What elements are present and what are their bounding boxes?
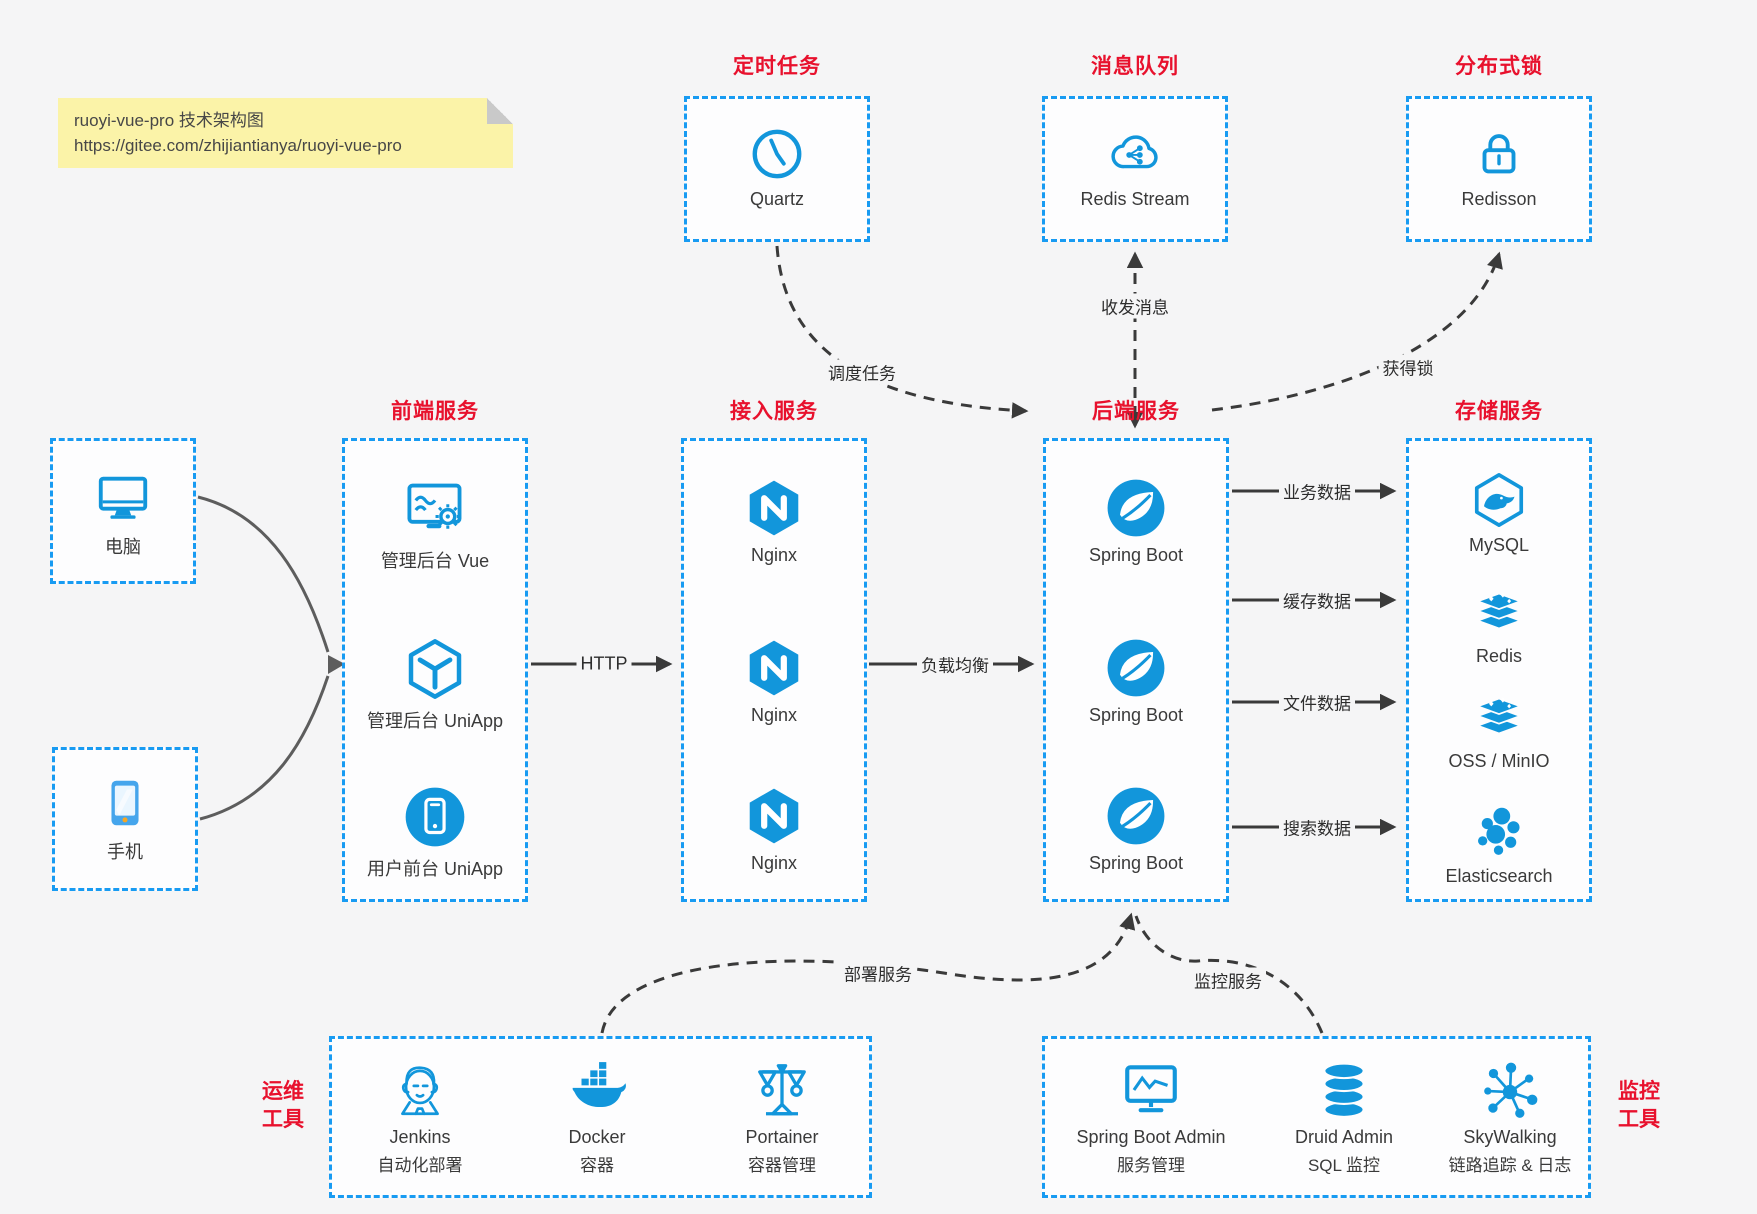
header-distributed-lock: 分布式锁 [1455, 55, 1543, 78]
oss-minio-label: OSS / MinIO [1448, 751, 1550, 771]
skywalking-label: SkyWalking [1463, 1127, 1557, 1147]
quartz-box: Quartz [684, 96, 870, 242]
admin-vue-icon [403, 477, 467, 541]
monitor-icon [94, 469, 152, 527]
skywalking-icon [1479, 1059, 1541, 1121]
quartz-label: Quartz [749, 189, 805, 209]
docker-label: Docker [568, 1127, 626, 1147]
phone-label: 手机 [107, 842, 143, 862]
nginx-icon [743, 785, 805, 847]
skywalking-desc: 链路追踪 & 日志 [1448, 1156, 1572, 1175]
docker-icon [566, 1059, 628, 1121]
cube-icon [403, 637, 467, 701]
spring-boot-icon [1105, 477, 1167, 539]
portainer-desc: 容器管理 [748, 1156, 816, 1175]
message-edge-label: 收发消息 [1097, 293, 1173, 319]
header-storage-services: 存储服务 [1455, 400, 1543, 423]
frontend-box: 管理后台 Vue 管理后台 UniApp 用户前台 UniApp [342, 438, 528, 902]
pc-label: 电脑 [105, 537, 141, 557]
ops-tools-box: Jenkins 自动化部署 Docker 容器 [329, 1036, 872, 1198]
spring-boot-label: Spring Boot [1088, 705, 1184, 725]
client-pc-curve [197, 495, 330, 653]
deploy-edge-label: 部署服务 [840, 960, 916, 986]
docker-desc: 容器 [580, 1156, 614, 1175]
elasticsearch-icon [1471, 804, 1527, 860]
note-fold-corner [487, 98, 513, 124]
phone-client-box: 手机 [52, 747, 198, 891]
user-app-icon [403, 785, 467, 849]
redisson-label: Redisson [1461, 189, 1537, 209]
business-data-edge-label: 业务数据 [1279, 478, 1355, 504]
elasticsearch-label: Elasticsearch [1445, 866, 1553, 886]
druid-admin-label: Druid Admin [1294, 1127, 1394, 1147]
header-monitor-tools: 监控 工具 [1618, 1080, 1660, 1131]
cache-data-edge-label: 缓存数据 [1279, 587, 1355, 613]
monitor-edge-label: 监控服务 [1190, 967, 1266, 993]
redis-label: Redis [1475, 646, 1523, 666]
jenkins-label: Jenkins [389, 1127, 451, 1147]
admin-vue-label: 管理后台 Vue [380, 551, 490, 571]
load-balance-edge-label: 负载均衡 [917, 651, 993, 677]
header-scheduled-jobs: 定时任务 [733, 55, 821, 78]
schedule-curve [775, 245, 1029, 419]
monitor-tools-box: Spring Boot Admin 服务管理 Druid Admin SQL 监… [1042, 1036, 1591, 1198]
mysql-icon [1470, 471, 1528, 529]
smartphone-icon [96, 774, 154, 832]
redis-stream-label: Redis Stream [1080, 189, 1190, 209]
portainer-icon [751, 1059, 813, 1121]
spring-boot-icon [1105, 785, 1167, 847]
user-front-label: 用户前台 UniApp [366, 859, 504, 879]
header-gateway-services: 接入服务 [730, 400, 818, 423]
search-data-edge-label: 搜索数据 [1279, 814, 1355, 840]
lock-curve [1211, 251, 1503, 412]
lock-icon [1470, 125, 1528, 183]
nginx-icon [743, 477, 805, 539]
spring-boot-label: Spring Boot [1088, 853, 1184, 873]
oss-stack-icon [1470, 687, 1528, 745]
header-ops-tools: 运维 工具 [262, 1080, 304, 1131]
spring-boot-admin-icon [1120, 1059, 1182, 1121]
storage-box: MySQL Redis [1406, 438, 1592, 902]
pc-client-box: 电脑 [50, 438, 196, 584]
nginx-label: Nginx [750, 705, 798, 725]
note-url: https://gitee.com/zhijiantianya/ruoyi-vu… [74, 136, 402, 155]
clock-icon [748, 125, 806, 183]
title-note: ruoyi-vue-pro 技术架构图 https://gitee.com/zh… [58, 98, 513, 168]
client-phone-curve [199, 675, 330, 821]
note-title: ruoyi-vue-pro 技术架构图 [74, 111, 264, 130]
redisson-box: Redisson [1406, 96, 1592, 242]
header-backend-services: 后端服务 [1092, 400, 1180, 423]
header-message-queue: 消息队列 [1091, 55, 1179, 78]
header-frontend-services: 前端服务 [391, 400, 479, 423]
admin-uniapp-label: 管理后台 UniApp [366, 711, 504, 731]
druid-admin-desc: SQL 监控 [1307, 1156, 1381, 1175]
portainer-label: Portainer [745, 1127, 819, 1147]
redis-stream-box: Redis Stream [1042, 96, 1228, 242]
file-data-edge-label: 文件数据 [1279, 689, 1355, 715]
backend-box: Spring Boot Spring Boot Spring Boot [1043, 438, 1229, 902]
gateway-box: Nginx Nginx Nginx [681, 438, 867, 902]
redis-stack-icon [1470, 582, 1528, 640]
mysql-label: MySQL [1468, 535, 1529, 555]
spring-boot-icon [1105, 637, 1167, 699]
spring-boot-admin-desc: 服务管理 [1117, 1156, 1185, 1175]
lock-edge-label: 获得锁 [1378, 354, 1438, 380]
spring-boot-label: Spring Boot [1088, 545, 1184, 565]
nginx-icon [743, 637, 805, 699]
schedule-edge-label: 调度任务 [824, 359, 900, 385]
nginx-label: Nginx [750, 853, 798, 873]
druid-icon [1313, 1059, 1375, 1121]
nginx-label: Nginx [750, 545, 798, 565]
jenkins-icon [389, 1059, 451, 1121]
cloud-share-icon [1104, 125, 1166, 183]
spring-boot-admin-label: Spring Boot Admin [1076, 1127, 1226, 1147]
jenkins-desc: 自动化部署 [377, 1156, 463, 1175]
http-edge-label: HTTP [576, 653, 632, 675]
